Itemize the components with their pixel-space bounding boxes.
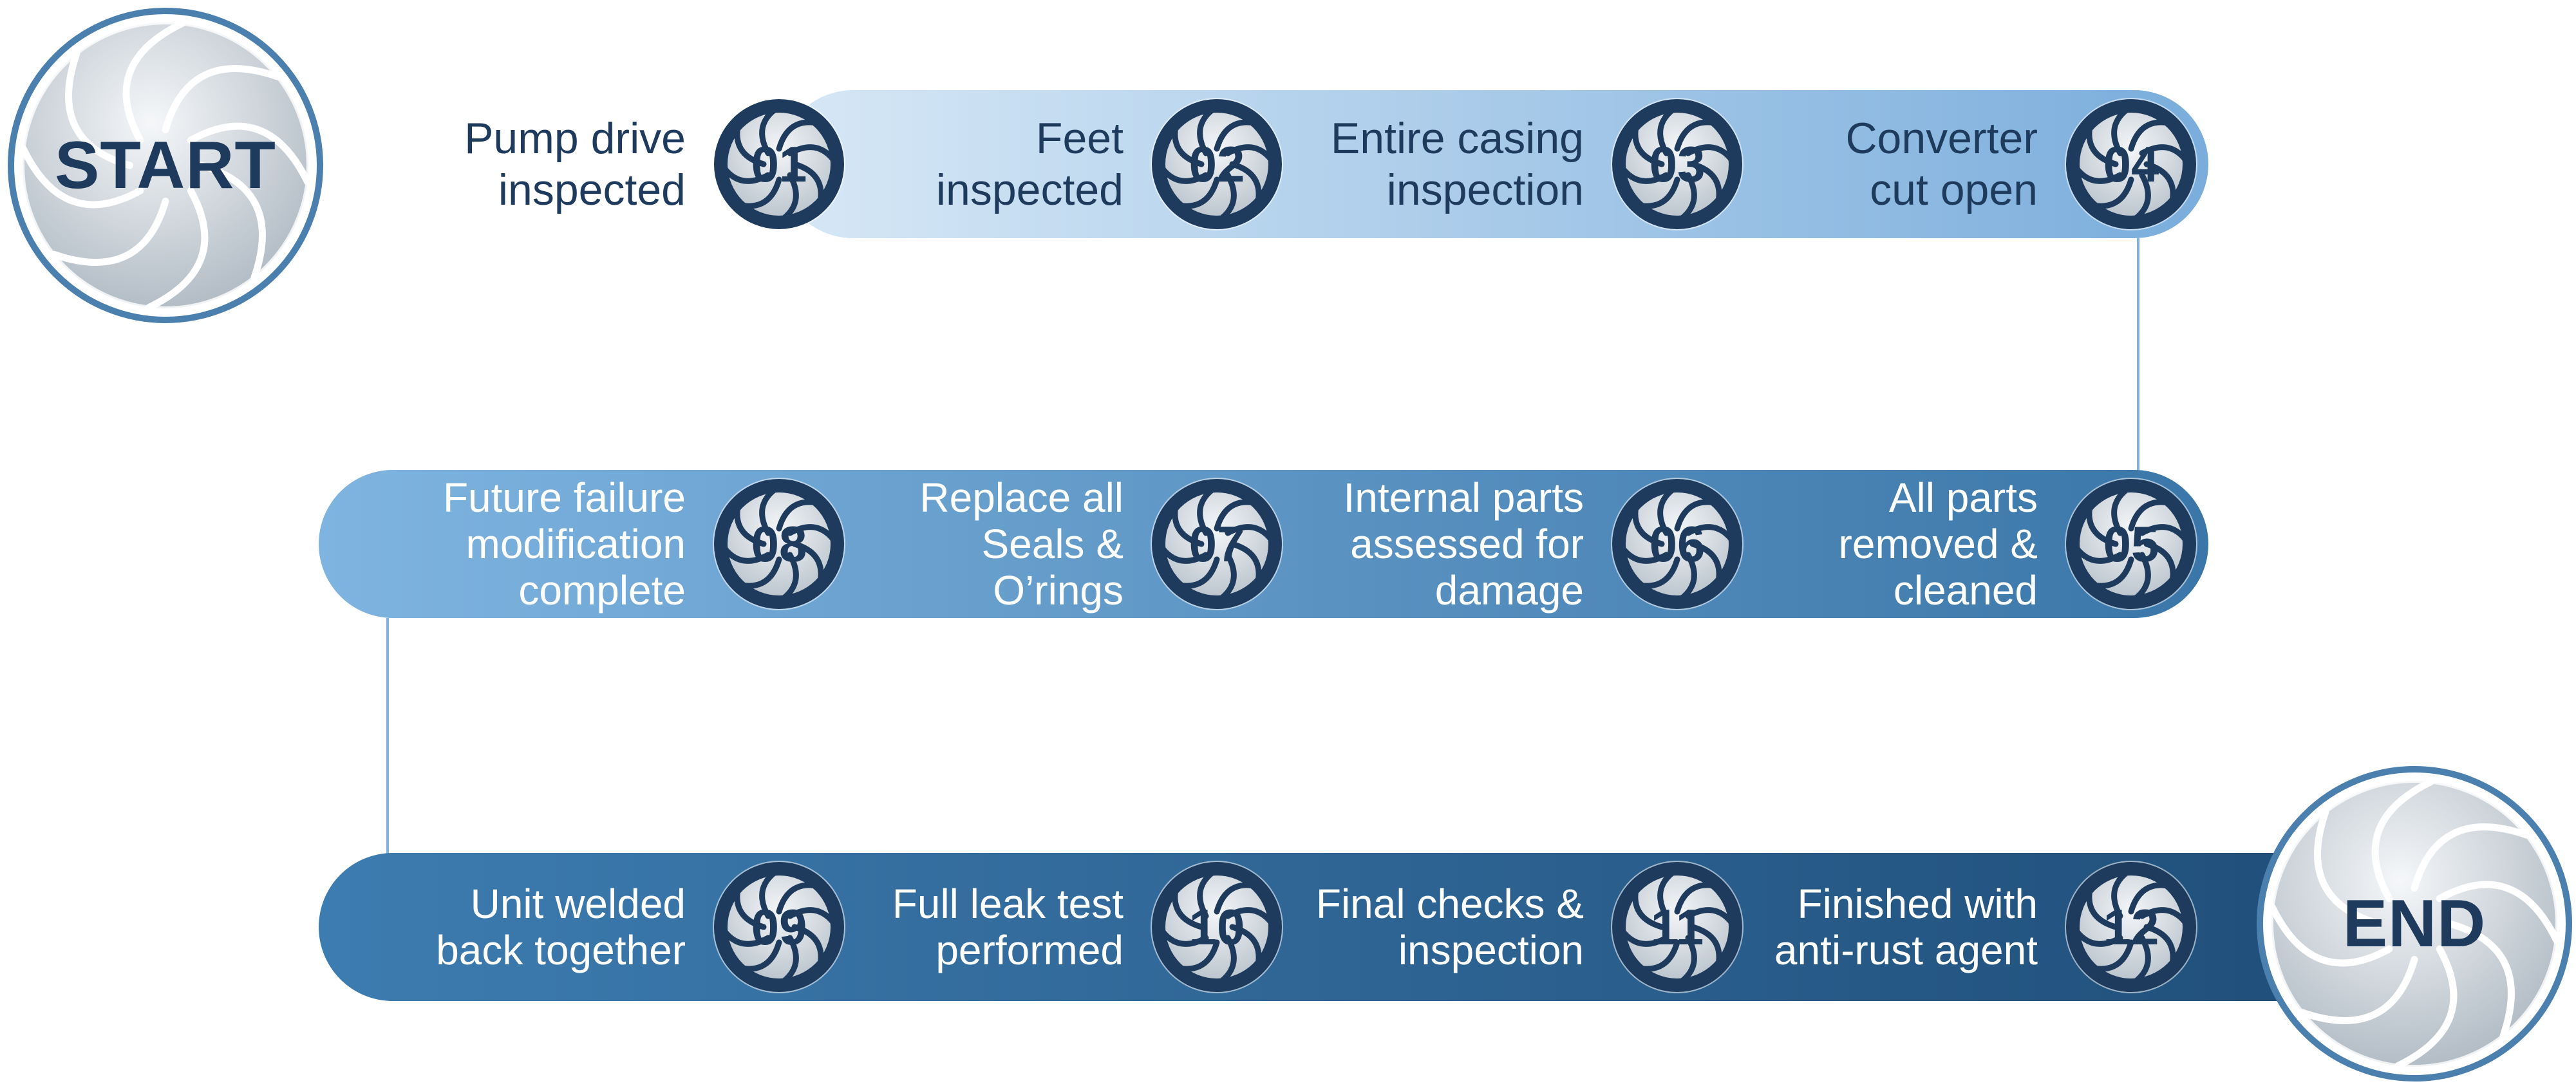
step-label: Pump drive inspected [464,114,686,214]
step-number: 09 [751,898,807,955]
step-01: Pump drive inspected 01 [396,90,847,238]
step-12: Finished with anti-rust agent 12 [1748,853,2199,1001]
step-label: All parts removed & cleaned [1838,474,2038,613]
step-10: Full leak test performed 10 [834,853,1284,1001]
step-label: Internal parts assessed for damage [1343,474,1584,613]
shutter-icon: 06 [1610,476,1745,612]
step-label: Full leak test performed [892,881,1123,973]
step-label: Replace all Seals & O’rings [919,474,1123,613]
shutter-icon: 09 [711,859,847,995]
connector-row1-row2 [2137,238,2139,473]
end-node: END [2257,766,2572,1081]
step-label: Final checks & inspection [1315,881,1584,973]
step-03: Entire casing inspection 03 [1294,90,1745,238]
step-05: All parts removed & cleaned 05 [1748,470,2199,618]
shutter-icon: 01 [711,97,847,232]
step-07: Replace all Seals & O’rings 07 [834,470,1284,618]
shutter-icon: 12 [2064,859,2199,995]
shutter-icon [8,8,323,323]
step-number: 10 [1189,898,1245,955]
step-number: 11 [1650,898,1704,955]
step-09: Unit welded back together 09 [396,853,847,1001]
step-label: Unit welded back together [436,881,686,973]
shutter-icon: 11 [1610,859,1745,995]
shutter-icon: 08 [711,476,847,612]
step-label: Feet inspected [935,114,1123,214]
step-number: 02 [1189,135,1245,192]
shutter-icon: 10 [1149,859,1284,995]
step-04: Converter cut open 04 [1748,90,2199,238]
step-label: Converter cut open [1845,114,2038,214]
step-number: 04 [2103,135,2159,192]
row-band-1 [779,90,2208,238]
step-number: 03 [1649,135,1706,192]
step-number: 07 [1189,515,1245,572]
shutter-icon: 05 [2064,476,2199,612]
step-number: 12 [2103,898,2159,955]
step-number: 08 [751,515,807,572]
shutter-icon: 02 [1149,97,1284,232]
end-label: END [2342,886,2487,961]
step-number: 06 [1649,515,1706,572]
shutter-icon: 03 [1610,97,1745,232]
row-band-3 [319,853,2398,1001]
step-06: Internal parts assessed for damage 06 [1294,470,1745,618]
step-number: 01 [751,135,807,192]
step-label: Future failure modification complete [442,474,686,613]
shutter-icon [2257,766,2572,1081]
step-label: Finished with anti-rust agent [1774,881,2038,973]
step-label: Entire casing inspection [1330,114,1584,214]
connector-row2-row3 [386,618,389,856]
start-node: START [8,8,323,323]
step-02: Feet inspected 02 [834,90,1284,238]
start-label: START [55,127,276,203]
step-number: 05 [2103,515,2159,572]
step-08: Future failure modification complete 08 [396,470,847,618]
shutter-icon: 07 [1149,476,1284,612]
step-11: Final checks & inspection 11 [1294,853,1745,1001]
shutter-icon: 04 [2064,97,2199,232]
